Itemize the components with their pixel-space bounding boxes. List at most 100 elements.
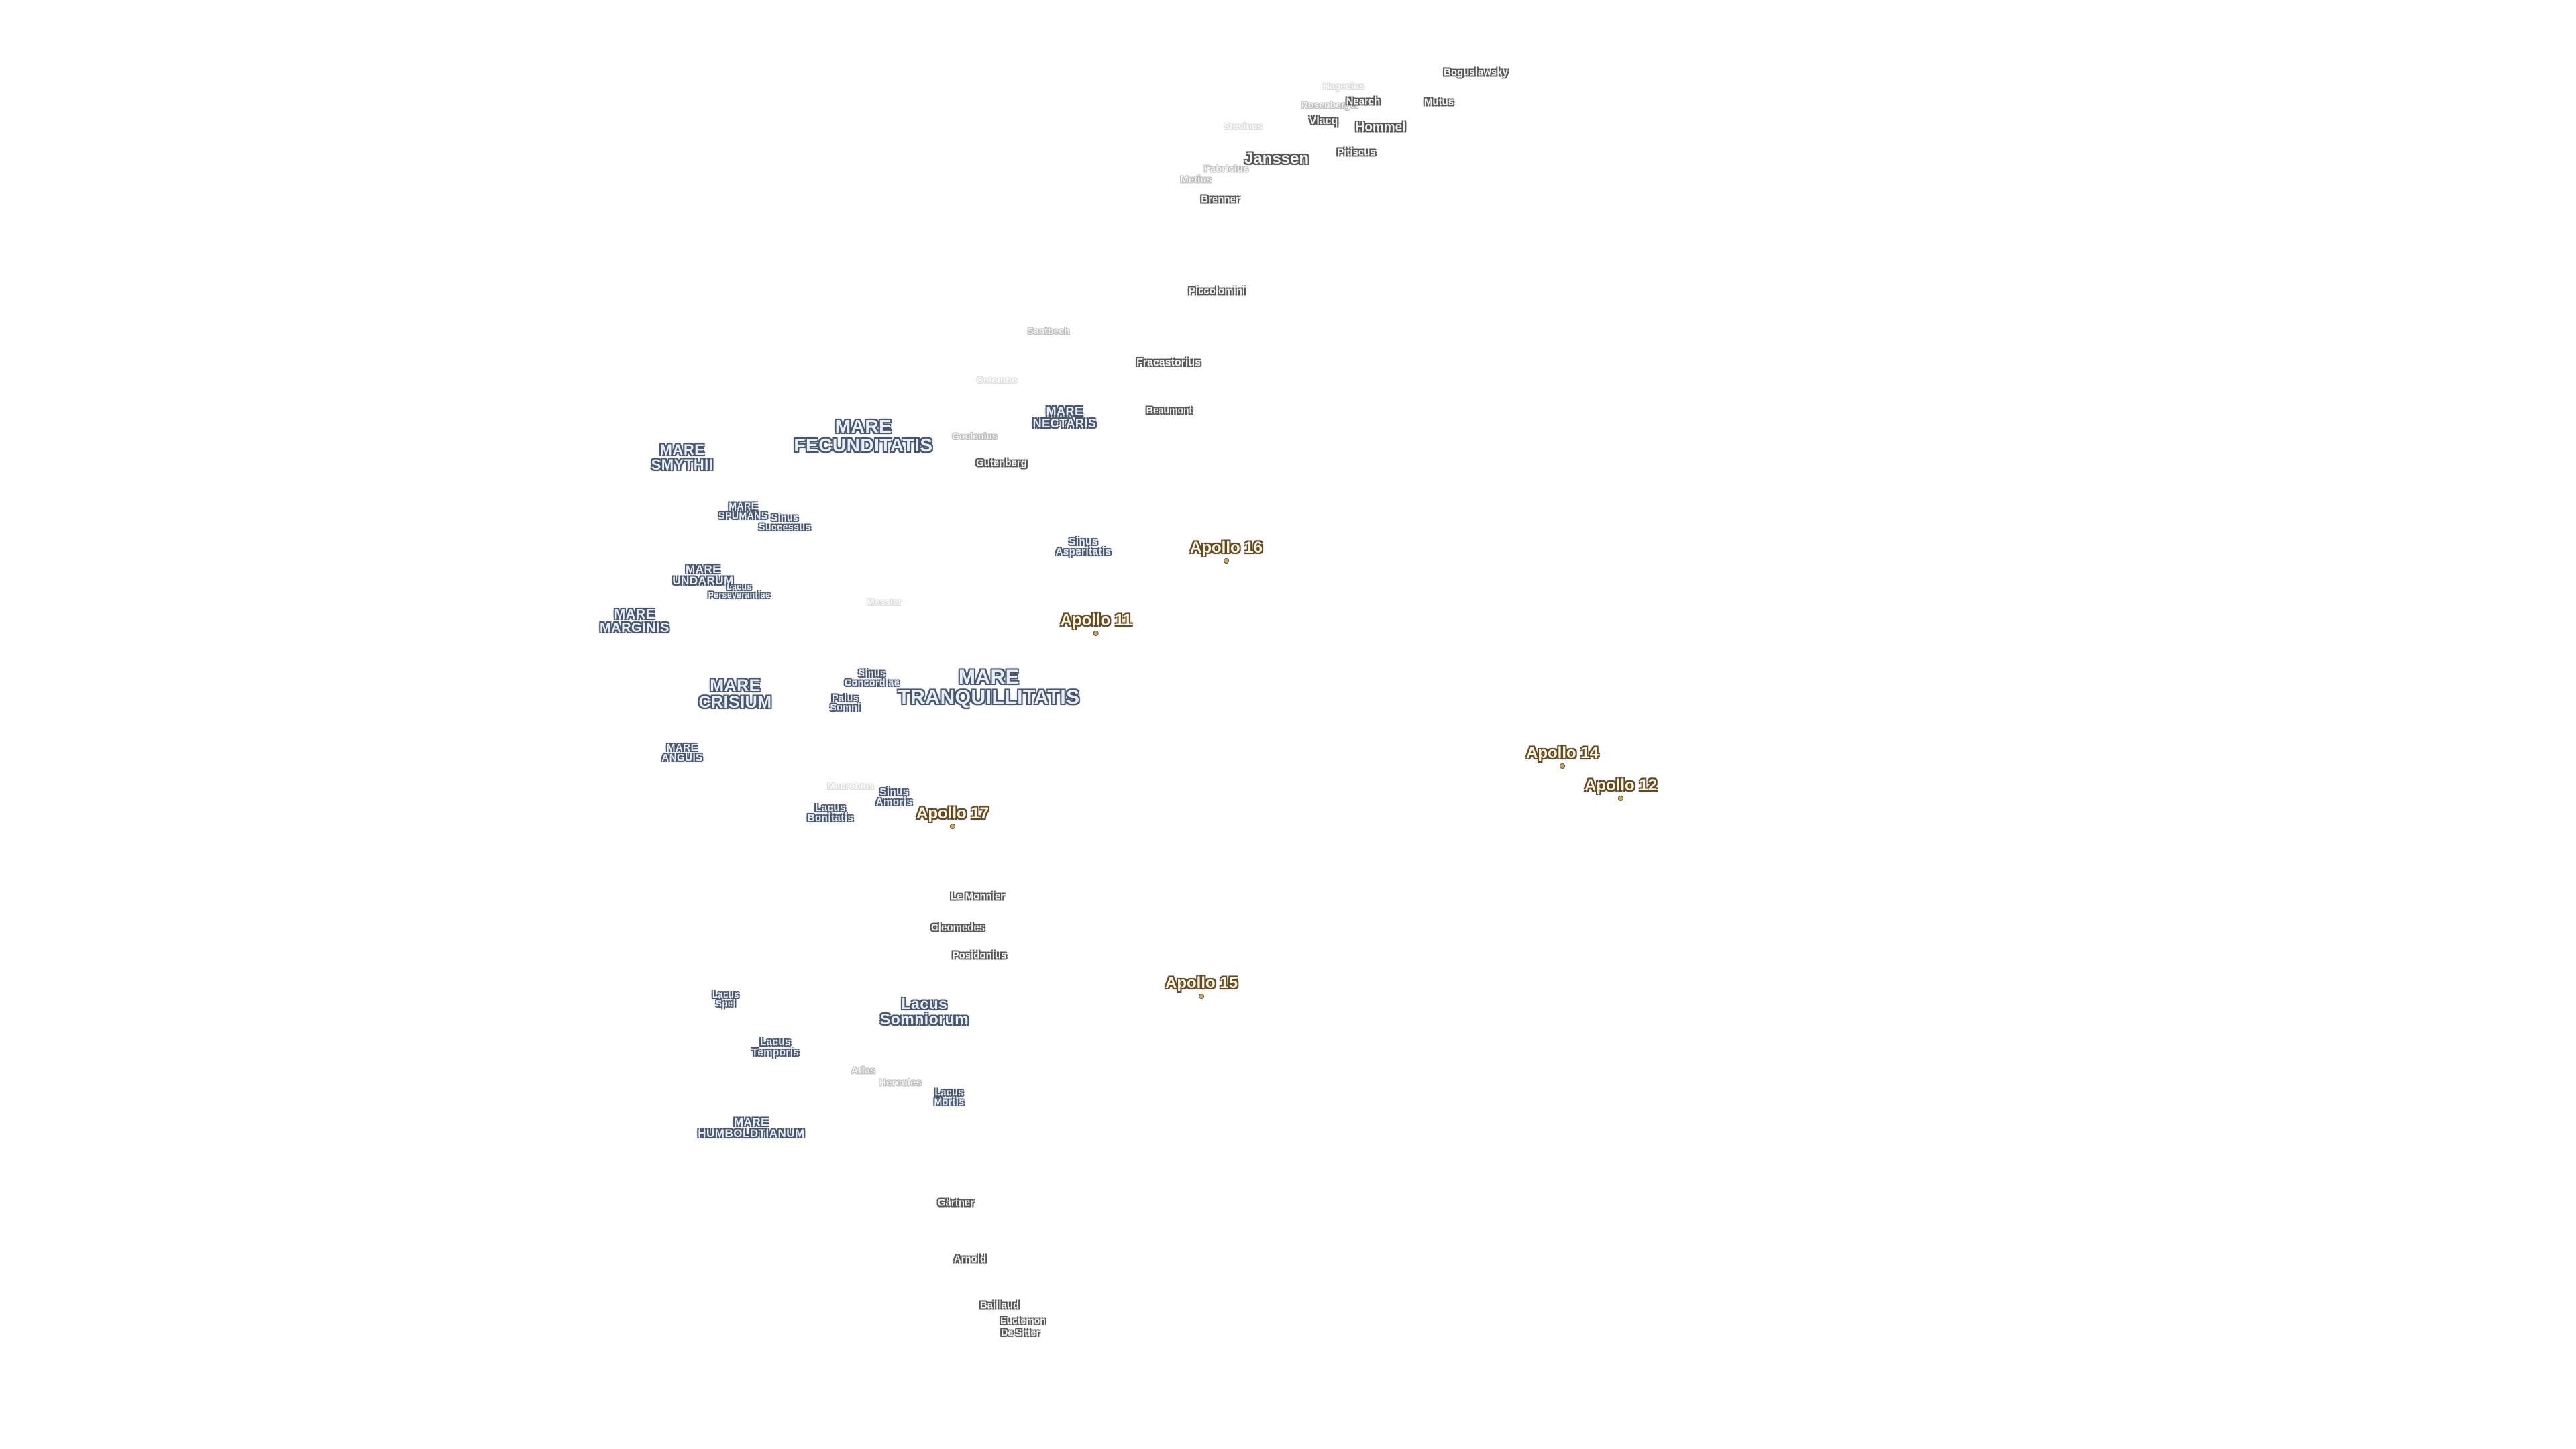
label-beaumont-line-1: Beaumont	[1146, 405, 1193, 415]
label-janssen: Janssen	[1244, 151, 1309, 167]
label-le-monnier-line-1: Le Monnier	[950, 890, 1005, 902]
label-metius: Metius	[1180, 175, 1212, 185]
label-fabricius: Fabricius	[1204, 164, 1249, 174]
label-apollo-11-line-1: Apollo 11	[1060, 611, 1132, 629]
label-palus-somni-line-1: Palus	[832, 692, 859, 703]
label-mare-fecunditatis-line-2: FECUNDITATIS	[794, 435, 933, 455]
label-apollo-14[interactable]: Apollo 14	[1525, 744, 1599, 768]
label-fabricius-line-1: Fabricius	[1203, 163, 1249, 175]
label-gartner: Gärtner	[938, 1198, 974, 1208]
label-de-sitter: De Sitter	[1001, 1328, 1040, 1337]
label-apollo-17[interactable]: Apollo 17	[916, 804, 989, 828]
label-euctemon: Euctemon	[1000, 1316, 1046, 1325]
label-mare-spumans-line-2: SPUMANS	[718, 510, 768, 521]
label-pitiscus: Pitiscus	[1337, 148, 1376, 158]
label-hercules: Hercules	[879, 1078, 921, 1088]
label-mare-crisium-line-2: CRISIUM	[698, 693, 772, 712]
label-apollo-11[interactable]: Apollo 11	[1060, 611, 1132, 635]
label-sinus-successus-line-2: Successus	[759, 521, 811, 532]
label-baillaud-line-1: Baillaud	[979, 1299, 1020, 1311]
label-lacus-somniorum-line-2: Somniorum	[879, 1010, 969, 1028]
label-lacus-temporis-line-1: Lacus	[760, 1036, 791, 1048]
label-piccolomini: Piccolomini	[1189, 286, 1245, 297]
label-sinus-asperitatis-line-1: Sinus	[1069, 536, 1098, 547]
label-stevinus-line-1: Stevinus	[1223, 121, 1263, 131]
label-mare-anguis-line-1: MARE	[666, 742, 698, 753]
label-hagecius: Hagecius	[1323, 81, 1364, 91]
label-vlacq: Vlacq	[1309, 116, 1338, 127]
label-rosenberger: Rosenberger	[1301, 100, 1359, 109]
label-cleomedes: Cleomedes	[931, 923, 985, 933]
label-hommel-line-1: Hommel	[1355, 120, 1406, 135]
label-janssen-line-1: Janssen	[1244, 150, 1309, 168]
label-goclenius: Goclenius	[952, 431, 998, 441]
label-apollo-14-line-1: Apollo 14	[1525, 744, 1599, 762]
label-gutenberg: Gutenberg	[976, 458, 1027, 468]
label-mare-nectaris-line-2: NECTARIS	[1032, 417, 1097, 430]
label-fracastorius-line-1: Fracastorius	[1136, 357, 1201, 368]
label-posidonius: Posidonius	[953, 951, 1007, 961]
label-mare-smythii-line-1: MARE	[659, 441, 705, 458]
label-mutus: Mutus	[1424, 97, 1454, 107]
label-goclenius-line-1: Goclenius	[952, 431, 998, 441]
label-mare-smythii-line-2: SMYTHII	[651, 456, 714, 473]
label-gartner-line-1: Gärtner	[937, 1197, 975, 1209]
label-sinus-successus-line-1: Sinus	[771, 512, 799, 523]
label-sinus-amoris-line-2: Amoris	[875, 796, 913, 808]
label-mare-humboldtianum-line-2: HUMBOLDTIANUM	[698, 1127, 805, 1140]
label-apollo-16[interactable]: Apollo 16	[1189, 539, 1263, 563]
label-brenner-line-1: Brenner	[1201, 193, 1240, 205]
label-apollo-15-line-1: Apollo 15	[1165, 974, 1238, 992]
label-sinus-concordiae-line-1: Sinus	[858, 667, 886, 678]
label-hagecius-line-1: Hagecius	[1322, 80, 1365, 91]
label-mare-spumans-line-1: MARE	[729, 500, 758, 511]
label-metius-line-1: Metius	[1180, 174, 1212, 186]
label-mare-marginis-line-2: MARGINIS	[600, 621, 669, 635]
label-mare-crisium-line-1: MARE	[710, 676, 761, 695]
label-santbech: Santbech	[1027, 326, 1069, 335]
label-atlas-line-1: Atlas	[851, 1065, 876, 1077]
label-apollo-16-line-1: Apollo 16	[1189, 539, 1263, 557]
label-mare-humboldtianum-line-1: MARE	[733, 1116, 769, 1128]
label-lacus-temporis-line-2: Temporis	[751, 1046, 800, 1058]
label-atlas: Atlas	[851, 1066, 876, 1076]
label-lacus-perseverantiae-line-2: Perseverantiae	[708, 590, 771, 600]
label-lacus-perseverantiae-line-1: Lacus	[727, 582, 752, 592]
label-brenner: Brenner	[1201, 195, 1240, 205]
label-apollo-12[interactable]: Apollo 12	[1584, 776, 1658, 800]
label-boguslawsky-line-1: Boguslawsky	[1444, 66, 1508, 78]
label-lacus-bonitatis-line-2: Bonitatis	[807, 812, 854, 824]
label-hommel: Hommel	[1356, 121, 1406, 134]
label-gutenberg-line-1: Gutenberg	[976, 457, 1027, 469]
label-sinus-concordiae-line-2: Concordiae	[844, 677, 900, 688]
label-macrobius-line-1: Macrobius	[826, 780, 875, 791]
label-stevinus: Stevinus	[1224, 121, 1263, 131]
label-mare-fecunditatis-line-1: MARE	[835, 416, 892, 437]
label-posidonius-line-1: Posidonius	[952, 949, 1007, 961]
label-baillaud: Baillaud	[980, 1301, 1019, 1311]
label-apollo-15[interactable]: Apollo 15	[1165, 974, 1238, 998]
label-euctemon-line-1: Euctemon	[1000, 1315, 1046, 1326]
label-palus-somni-line-2: Somni	[830, 702, 861, 712]
label-fracastorius: Fracastorius	[1136, 358, 1201, 368]
label-apollo-12-line-1: Apollo 12	[1584, 776, 1658, 794]
label-arnold-line-1: Arnold	[953, 1253, 987, 1265]
label-apollo-17-line-1: Apollo 17	[916, 804, 989, 822]
label-lacus-mortis-line-1: Lacus	[934, 1087, 964, 1097]
